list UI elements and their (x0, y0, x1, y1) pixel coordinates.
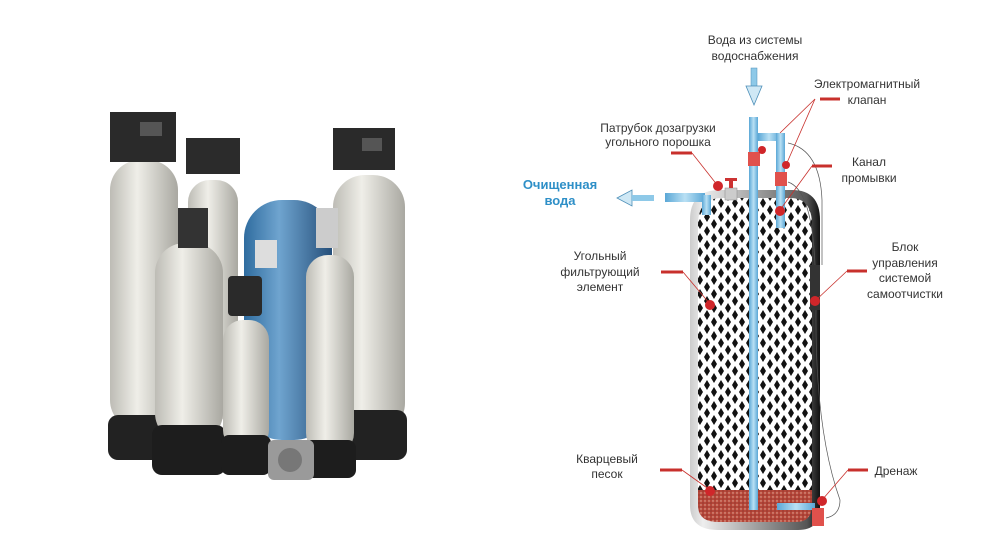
central-pipe (749, 117, 758, 510)
svg-text:клапан: клапан (848, 93, 887, 107)
label-carbon-element: Угольный фильтрующий элемент (560, 249, 639, 294)
label-quartz-sand: Кварцевый песок (576, 452, 638, 481)
svg-text:Электромагнитный: Электромагнитный (814, 77, 920, 91)
tank-front-left (152, 208, 226, 475)
label-drain: Дренаж (875, 464, 918, 478)
solenoid-valve-1 (748, 152, 760, 166)
label-refill-port: Патрубок дозагрузки угольного порошка (600, 121, 715, 149)
svg-text:песок: песок (591, 467, 623, 481)
control-block (810, 265, 820, 310)
svg-text:Канал: Канал (852, 155, 886, 169)
svg-text:вода: вода (544, 193, 576, 208)
refill-port (724, 178, 738, 201)
svg-text:фильтрующий: фильтрующий (560, 265, 639, 279)
svg-text:Кварцевый: Кварцевый (576, 452, 638, 466)
svg-text:Патрубок дозагрузки: Патрубок дозагрузки (600, 121, 715, 135)
label-control-block: Блок управления системой самоотчистки (867, 240, 943, 301)
svg-text:самоотчистки: самоотчистки (867, 287, 943, 301)
svg-text:промывки: промывки (841, 171, 896, 185)
solenoid-valve-2 (775, 172, 787, 186)
svg-text:Блок: Блок (892, 240, 920, 254)
outlet-arrow-icon (616, 189, 654, 207)
pump (268, 440, 314, 480)
svg-text:Угольный: Угольный (574, 249, 627, 263)
svg-text:управления: управления (872, 256, 937, 270)
svg-text:Очищенная: Очищенная (523, 177, 597, 192)
leader-lines (660, 97, 868, 506)
svg-text:Дренаж: Дренаж (875, 464, 918, 478)
svg-text:элемент: элемент (577, 280, 624, 294)
tank-small-front (221, 276, 271, 475)
label-flush-channel: Канал промывки (841, 155, 896, 185)
svg-text:системой: системой (879, 271, 931, 285)
inlet-arrow-icon (745, 67, 763, 107)
svg-text:угольного порошка: угольного порошка (605, 135, 711, 149)
drain-valve (812, 508, 824, 526)
water-filter-tanks-photo (108, 112, 407, 480)
label-inlet: Вода из системы водоснабжения (708, 33, 803, 63)
tank-front-right (304, 208, 356, 478)
svg-text:Вода из системы: Вода из системы (708, 33, 803, 47)
label-clean-water: Очищенная вода (523, 177, 597, 208)
filter-diagram: Вода из системы водоснабжения Электромаг… (523, 33, 943, 530)
svg-text:водоснабжения: водоснабжения (712, 49, 799, 63)
label-solenoid-valve: Электромагнитный клапан (814, 77, 920, 107)
